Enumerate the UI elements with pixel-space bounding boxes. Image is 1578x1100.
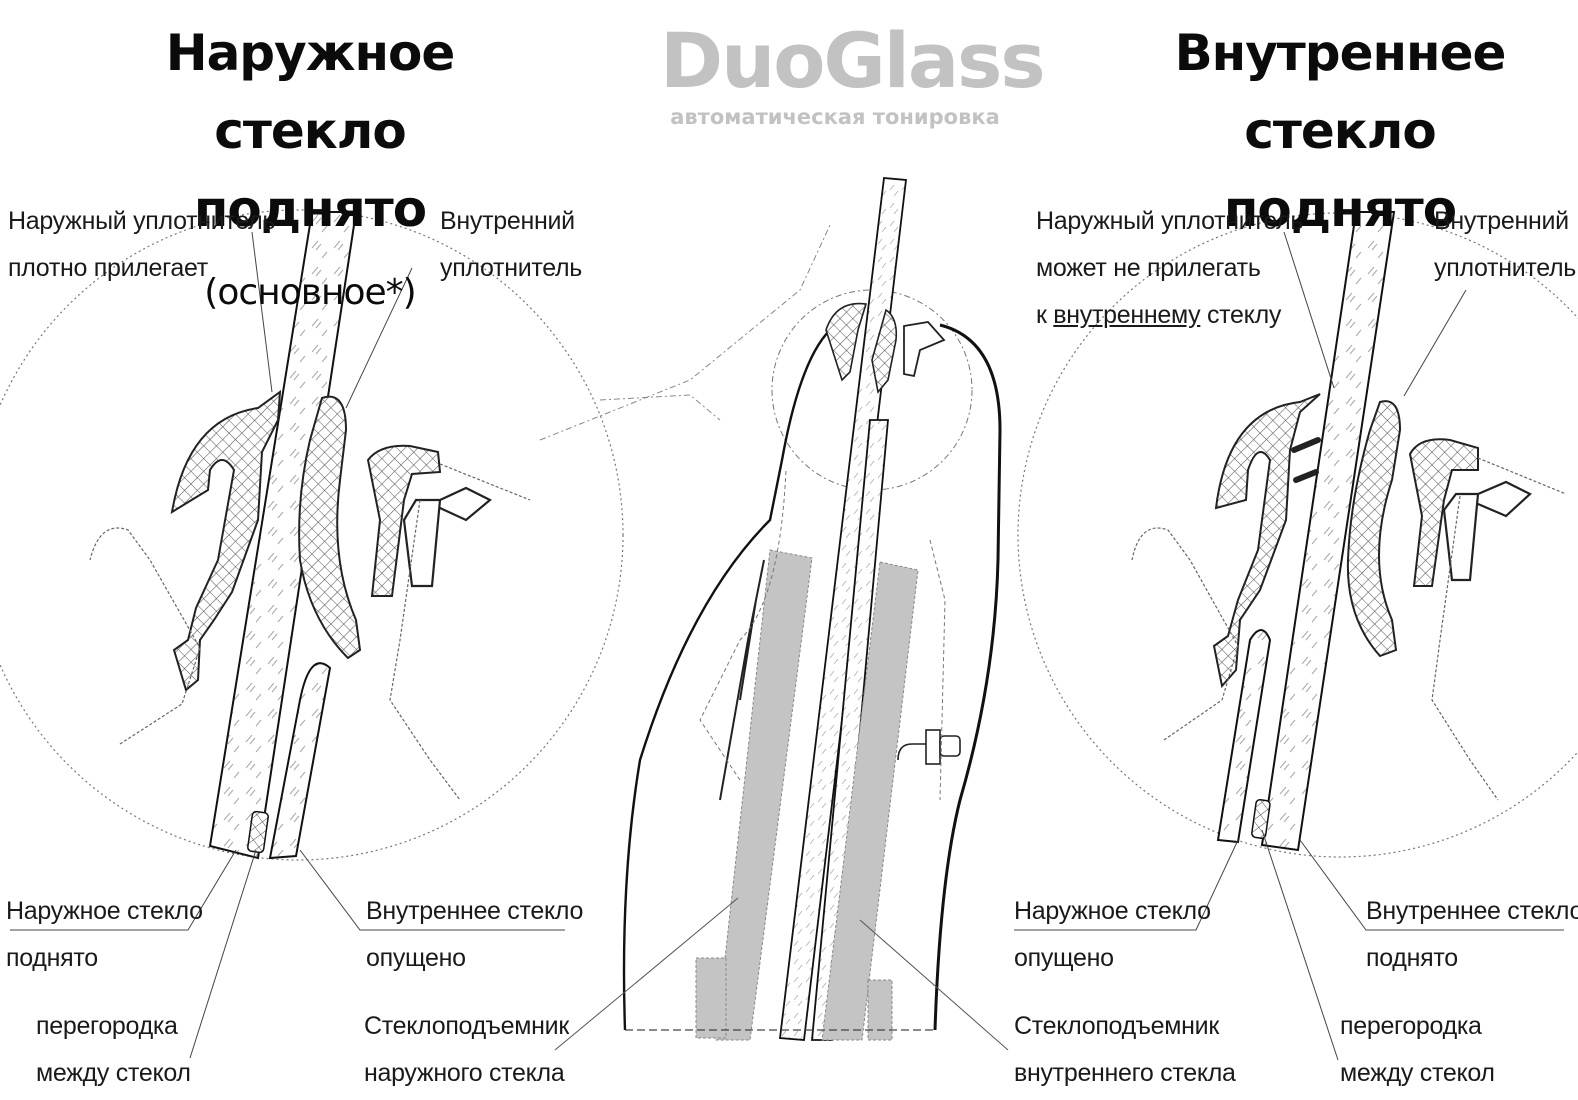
right-inner-seal — [1346, 400, 1402, 658]
center-outer-regulator — [715, 549, 813, 1041]
center-inner-door-trim — [933, 323, 1002, 1031]
right-outer-seal — [1212, 393, 1321, 689]
right-outer-seal-line3: к внутреннему стеклу — [1036, 292, 1303, 339]
center-callout-leader-2 — [599, 394, 721, 421]
right-outer-seal-line3-prefix: к — [1036, 301, 1047, 329]
left-title-state: поднято — [193, 180, 427, 238]
logo-tagline: автоматическая тонировка — [670, 105, 1000, 129]
center-outer-glass — [778, 177, 908, 1041]
right-door-panel-line — [1131, 527, 1239, 741]
right-metal-clip — [1442, 480, 1532, 582]
left-panel-title: Наружное стекло поднято (основное*) — [90, 14, 530, 332]
outer-regulator-line1: Стеклоподъемник — [364, 1012, 569, 1040]
left-inner-glass-line1: Внутреннее стекло — [366, 897, 584, 925]
left-inner-glass-line2: опущено — [366, 944, 466, 972]
right-outer-glass-line2: опущено — [1014, 944, 1114, 972]
center-inner-base — [867, 979, 893, 1041]
right-partition-line2: между стекол — [1340, 1059, 1495, 1087]
right-outer-seal-line3-suffix: стеклу — [1206, 301, 1282, 329]
center-top-outer-seal — [825, 302, 868, 382]
inner-regulator-line1: Стеклоподъемник — [1014, 1012, 1219, 1040]
left-outer-glass — [208, 211, 358, 860]
right-detail-view — [1014, 211, 1578, 1061]
right-partition — [1251, 798, 1271, 840]
right-outer-seal-lips — [1291, 437, 1321, 483]
center-bracket — [719, 559, 765, 801]
right-outer-seal-line2: может не прилегать — [1036, 254, 1261, 282]
left-partition-line1: перегородка — [36, 1012, 178, 1040]
outer-regulator-line2: наружного стекла — [364, 1059, 565, 1087]
right-label-outer-seal: Наружный уплотнитель может не прилегать … — [1036, 198, 1303, 339]
center-callout-leader — [539, 224, 831, 441]
duoglass-logo: DuoGlass автоматическая тонировка — [660, 16, 1046, 130]
left-title-note: (основное*) — [204, 272, 416, 313]
right-label-partition: перегородка между стекол — [1340, 1003, 1495, 1097]
left-inner-glass — [268, 662, 332, 860]
left-door-panel-line-2 — [389, 463, 531, 801]
left-label-outer-seal: Наружный уплотнитель плотно прилегает — [8, 198, 275, 292]
center-leader-lines — [554, 897, 1009, 1051]
right-inner-seal-line2: уплотнитель — [1434, 254, 1577, 282]
left-metal-clip — [402, 486, 492, 588]
right-outer-glass-line1: Наружное стекло — [1014, 897, 1211, 925]
inner-regulator-line2: внутреннего стекла — [1014, 1059, 1236, 1087]
right-detail-circle — [1017, 212, 1578, 858]
right-inner-glass — [1260, 211, 1396, 852]
right-leader-lines — [1014, 231, 1564, 1061]
right-title-line2: поднято — [1223, 180, 1457, 238]
left-inner-seal-line1: Внутренний — [440, 207, 575, 235]
right-inner-seal-line1: Внутренний — [1434, 207, 1569, 235]
left-outer-seal — [170, 389, 282, 692]
left-label-partition: перегородка между стекол — [36, 1003, 191, 1097]
right-inner-glass-line2: поднято — [1366, 944, 1458, 972]
right-partition-line1: перегородка — [1340, 1012, 1482, 1040]
center-inner-regulator — [821, 561, 919, 1041]
left-label-inner-seal: Внутренний уплотнитель — [440, 198, 582, 292]
left-label-inner-glass: Внутреннее стекло опущено — [366, 888, 583, 982]
left-inner-seal — [298, 395, 362, 660]
center-bolt — [897, 729, 961, 765]
left-title-line1: Наружное стекло — [165, 24, 456, 160]
center-top-clip — [903, 321, 946, 378]
left-inner-clip — [366, 444, 442, 597]
left-detail-circle — [0, 209, 624, 861]
left-outer-seal-line1: Наружный уплотнитель — [8, 207, 276, 235]
right-door-panel-line-2 — [1431, 457, 1567, 801]
center-label-inner-regulator: Стеклоподъемник внутреннего стекла — [1014, 1003, 1236, 1097]
left-label-outer-glass: Наружное стекло поднято — [6, 888, 203, 982]
left-title-line2: поднято (основное*) — [90, 170, 530, 332]
right-label-outer-glass: Наружное стекло опущено — [1014, 888, 1211, 982]
right-inner-clip — [1408, 438, 1479, 587]
right-label-inner-seal: Внутренний уплотнитель — [1434, 198, 1576, 292]
right-title-line1: Внутреннее стекло — [1174, 24, 1507, 160]
center-label-outer-regulator: Стеклоподъемник наружного стекла — [364, 1003, 569, 1097]
left-outer-glass-line2: поднято — [6, 944, 98, 972]
right-panel-title: Внутреннее стекло поднято — [1110, 14, 1570, 248]
logo-brand: DuoGlass — [660, 16, 1046, 105]
center-outer-base — [695, 957, 727, 1039]
right-label-inner-glass: Внутреннее стекло поднято — [1366, 888, 1578, 982]
left-outer-seal-line2: плотно прилегает — [8, 254, 208, 282]
right-outer-glass — [1216, 629, 1272, 844]
left-outer-glass-line1: Наружное стекло — [6, 897, 203, 925]
center-dashed-profile — [699, 469, 946, 801]
right-outer-seal-line3-underlined: внутреннему — [1053, 301, 1201, 329]
left-leader-lines — [10, 231, 565, 1059]
left-detail-view — [0, 209, 624, 1059]
right-outer-seal-line1: Наружный уплотнитель — [1036, 207, 1304, 235]
center-outer-door-skin — [622, 329, 831, 1031]
left-door-panel-line — [89, 527, 201, 745]
center-top-inner-seal — [871, 308, 898, 394]
left-partition-line2: между стекол — [36, 1059, 191, 1087]
center-assembly-view — [539, 177, 1009, 1051]
right-inner-glass-line1: Внутреннее стекло — [1366, 897, 1578, 925]
left-inner-seal-line2: уплотнитель — [440, 254, 583, 282]
